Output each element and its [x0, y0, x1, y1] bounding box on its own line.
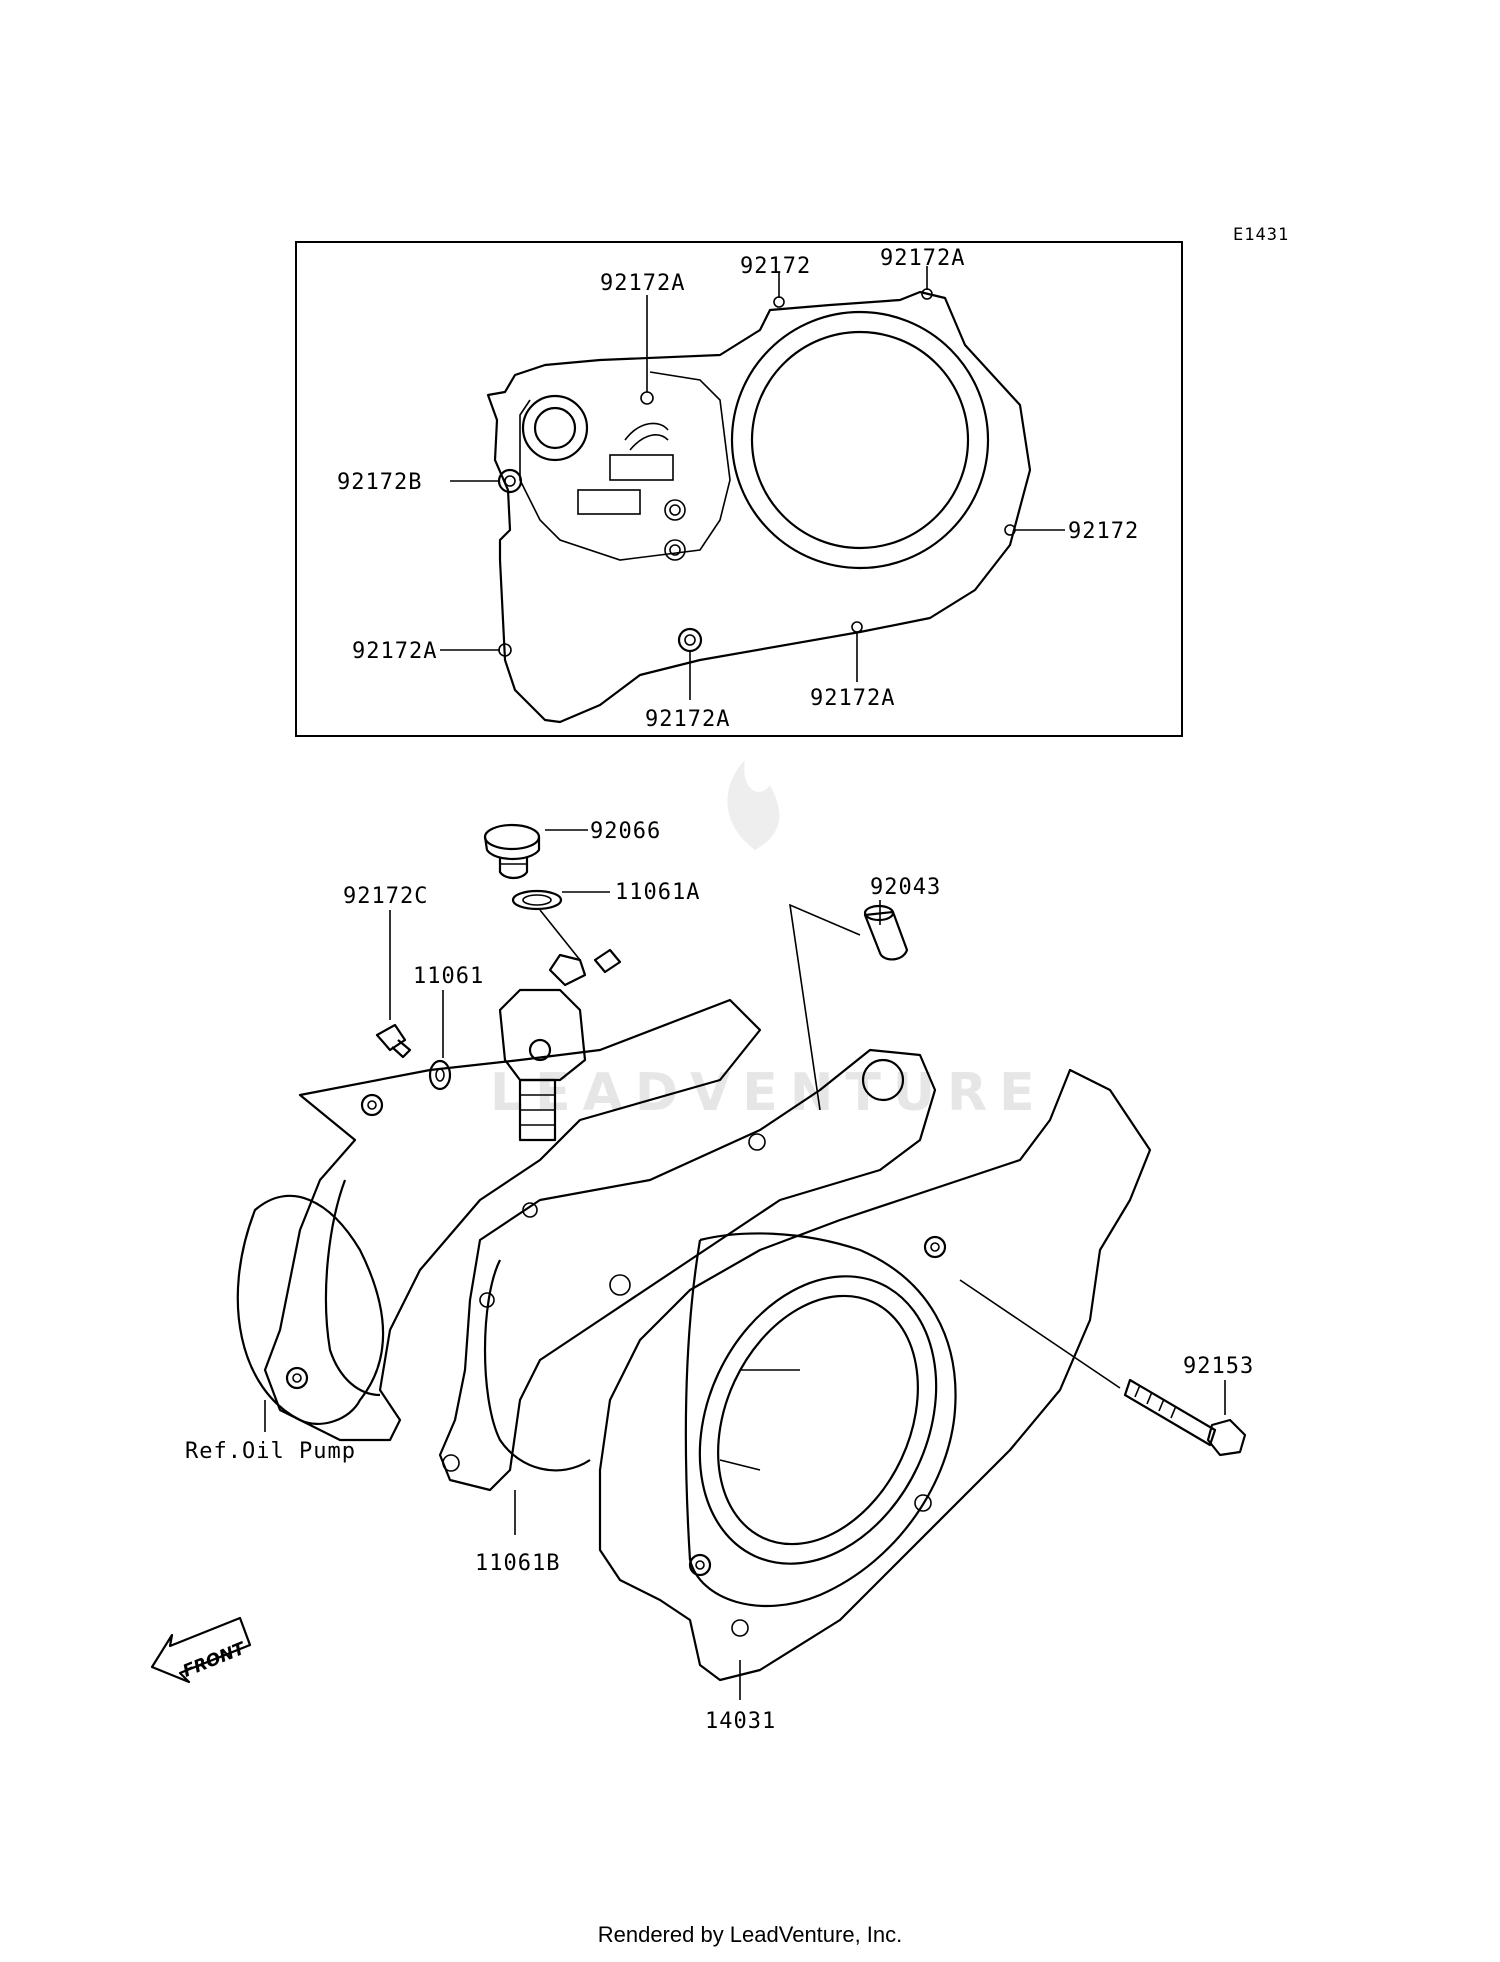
- inset-label-92172A-bottomright: 92172A: [810, 686, 895, 711]
- front-arrow-icon: FRONT: [150, 1616, 252, 1684]
- footer-credit: Rendered by LeadVenture, Inc.: [597, 1922, 903, 1947]
- inset-label-92172B: 92172B: [337, 470, 422, 495]
- label-11061A: 11061A: [615, 880, 700, 905]
- plug-92066: [483, 823, 588, 880]
- watermark-text: LEADVENTURE: [490, 1063, 1047, 1123]
- label-11061B: 11061B: [475, 1551, 560, 1576]
- label-92043: 92043: [870, 875, 941, 900]
- diagram-code: E1431: [1233, 225, 1289, 245]
- inset-label-92172-right: 92172: [1068, 519, 1139, 544]
- label-92066: 92066: [590, 819, 661, 844]
- dowel-92043: [789, 900, 909, 1111]
- label-92172C: 92172C: [343, 884, 428, 909]
- gasket-11061B: [438, 1048, 937, 1535]
- screw-92172C: [375, 910, 412, 1059]
- label-92153: 92153: [1183, 1354, 1254, 1379]
- washer-11061: [428, 990, 452, 1091]
- label-14031: 14031: [705, 1709, 776, 1734]
- inset-label-92172-top: 92172: [740, 254, 811, 279]
- exploded-view: 92066 11061A 92172C 11061 92043 92153 Re…: [185, 819, 1254, 1734]
- bolt-92153: [959, 1279, 1247, 1457]
- washer-11061A: [511, 889, 610, 961]
- label-ref-oil-pump: Ref.Oil Pump: [185, 1439, 356, 1464]
- oil-pump-cover: [236, 948, 762, 1442]
- front-label: FRONT: [180, 1638, 249, 1681]
- inset-label-92172A-left: 92172A: [352, 639, 437, 664]
- inset-label-92172A-top: 92172A: [600, 271, 685, 296]
- label-11061: 11061: [413, 964, 484, 989]
- inset-label-92172A-bottom: 92172A: [645, 707, 730, 732]
- cover-14031: [598, 1068, 1152, 1700]
- inset-label-92172A-topright: 92172A: [880, 246, 965, 271]
- watermark: LEADVENTURE: [490, 760, 1047, 1123]
- inset-box: 92172A 92172 92172A 92172B 92172 92172A …: [295, 241, 1183, 737]
